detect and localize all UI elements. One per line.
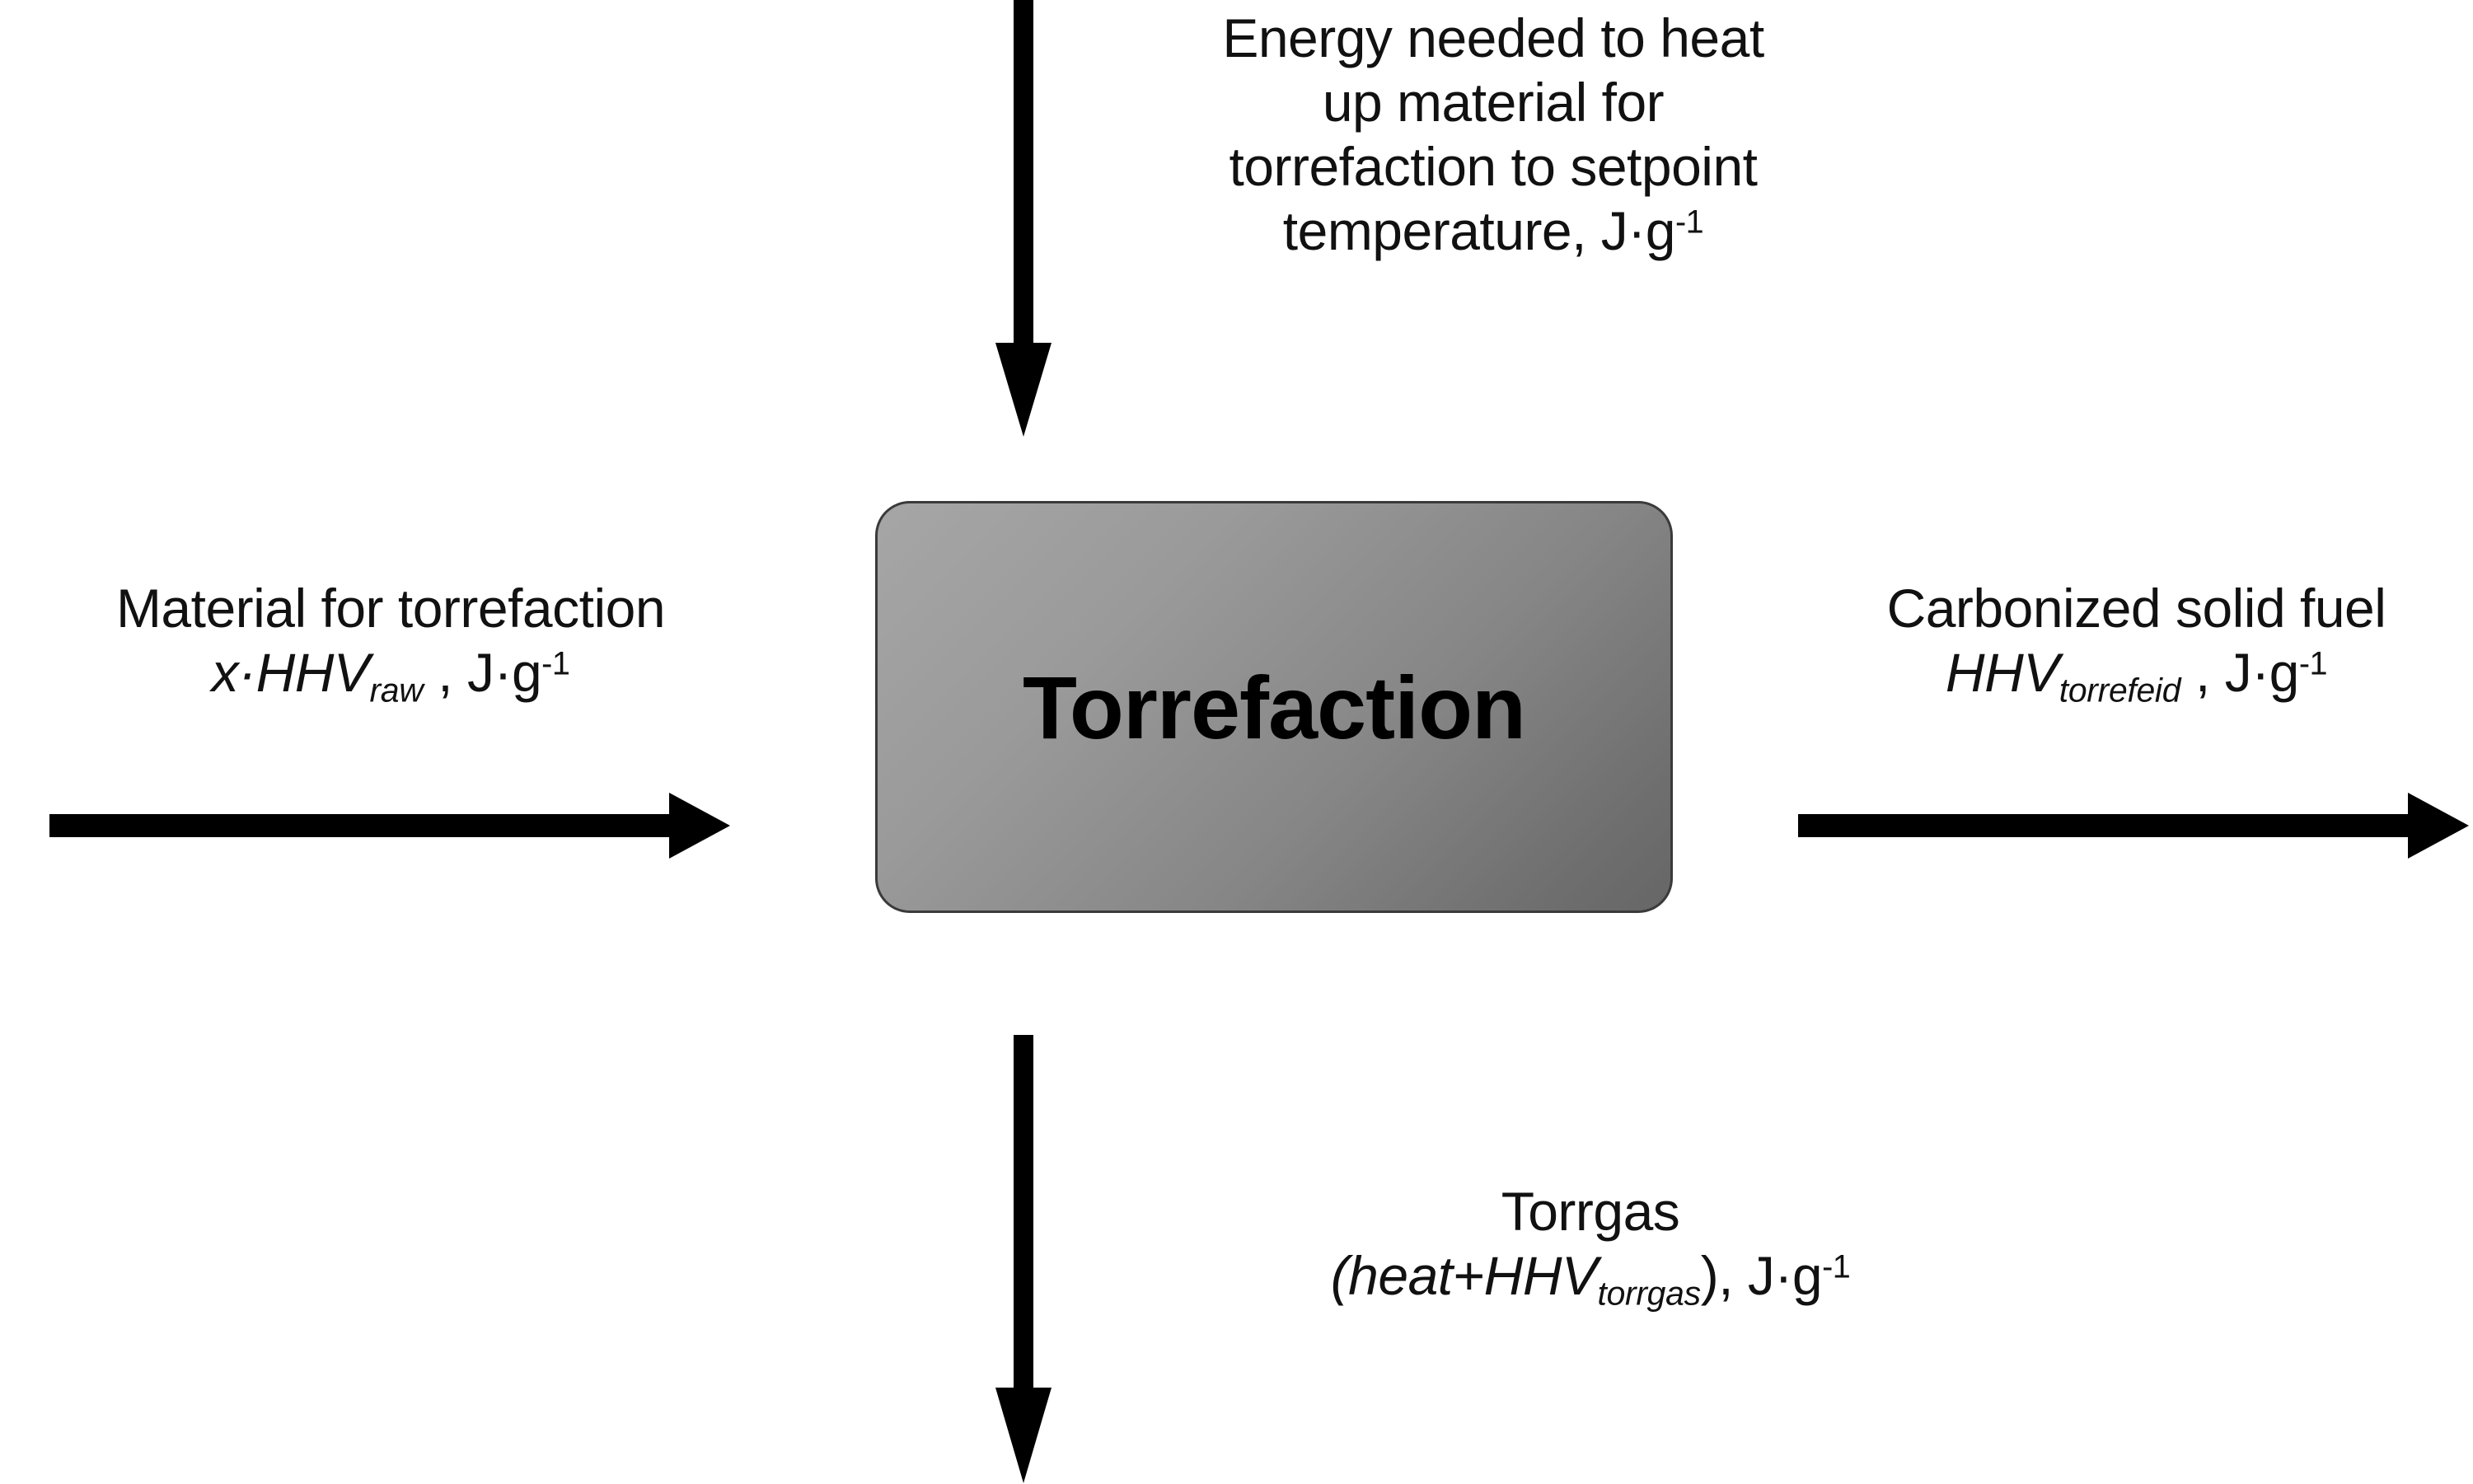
process-box-torrefaction[interactable]: Torrefaction xyxy=(875,501,1673,913)
label-material-input: Material for torrefaction x·HHVraw , J·g… xyxy=(12,577,770,709)
solid-fuel-output-formula-subscript: torrefeid xyxy=(2058,671,2181,709)
label-solid-fuel-output: Carbonized solid fuel HHVtorrefeid , J·g… xyxy=(1801,577,2472,709)
material-input-unit-exponent: -1 xyxy=(541,645,570,682)
solid-fuel-output-unit-exponent: -1 xyxy=(2298,645,2328,682)
arrow-material-input-right xyxy=(49,783,733,868)
material-input-unit-base: J·g xyxy=(466,641,542,703)
label-energy-input: Energy needed to heat up material for to… xyxy=(1114,7,1872,264)
torrgas-output-formula: (heat+HHVtorrgas), J·g-1 xyxy=(1178,1244,2002,1313)
arrow-torrgas-output-down xyxy=(986,1035,1061,1484)
torrgas-output-formula-subscript: torrgas xyxy=(1597,1274,1702,1313)
energy-input-unit-base: temperature, J·g xyxy=(1282,199,1676,261)
arrow-energy-input-down xyxy=(986,0,1061,442)
solid-fuel-output-separator: , xyxy=(2180,641,2210,703)
torrgas-output-unit-base: J·g xyxy=(1747,1244,1823,1306)
material-input-formula: x·HHVraw , J·g-1 xyxy=(12,641,770,710)
energy-input-line-2: up material for xyxy=(1322,71,1665,133)
solid-fuel-output-formula: HHVtorrefeid , J·g-1 xyxy=(1801,641,2472,710)
material-input-formula-prefix: x·HHV xyxy=(211,641,370,703)
arrow-solid-fuel-output-right xyxy=(1798,783,2472,868)
material-input-formula-subscript: raw xyxy=(369,671,424,709)
energy-input-unit-exponent: -1 xyxy=(1675,204,1704,241)
torrgas-output-separator: ), xyxy=(1700,1244,1734,1306)
solid-fuel-output-title: Carbonized solid fuel xyxy=(1886,578,2386,639)
label-torrgas-output: Torrgas (heat+HHVtorrgas), J·g-1 xyxy=(1178,1180,2002,1313)
process-box-label: Torrefaction xyxy=(1022,657,1526,757)
solid-fuel-output-space xyxy=(2210,642,2225,703)
solid-fuel-output-formula-prefix: HHV xyxy=(1945,641,2059,703)
torrgas-output-title: Torrgas xyxy=(1501,1181,1680,1242)
torrgas-output-formula-prefix: (heat+HHV xyxy=(1330,1244,1598,1306)
material-input-title: Material for torrefaction xyxy=(115,578,666,639)
energy-input-line-4: temperature, J·g-1 xyxy=(1114,199,1872,264)
material-input-unit xyxy=(452,642,467,703)
energy-input-line-1: Energy needed to heat xyxy=(1222,7,1764,68)
energy-input-line-3: torrefaction to setpoint xyxy=(1229,135,1758,197)
solid-fuel-output-unit-base: J·g xyxy=(2224,641,2300,703)
material-input-separator: , xyxy=(423,641,453,703)
torrgas-output-space xyxy=(1733,1245,1748,1306)
torrgas-output-unit-exponent: -1 xyxy=(1822,1248,1851,1285)
